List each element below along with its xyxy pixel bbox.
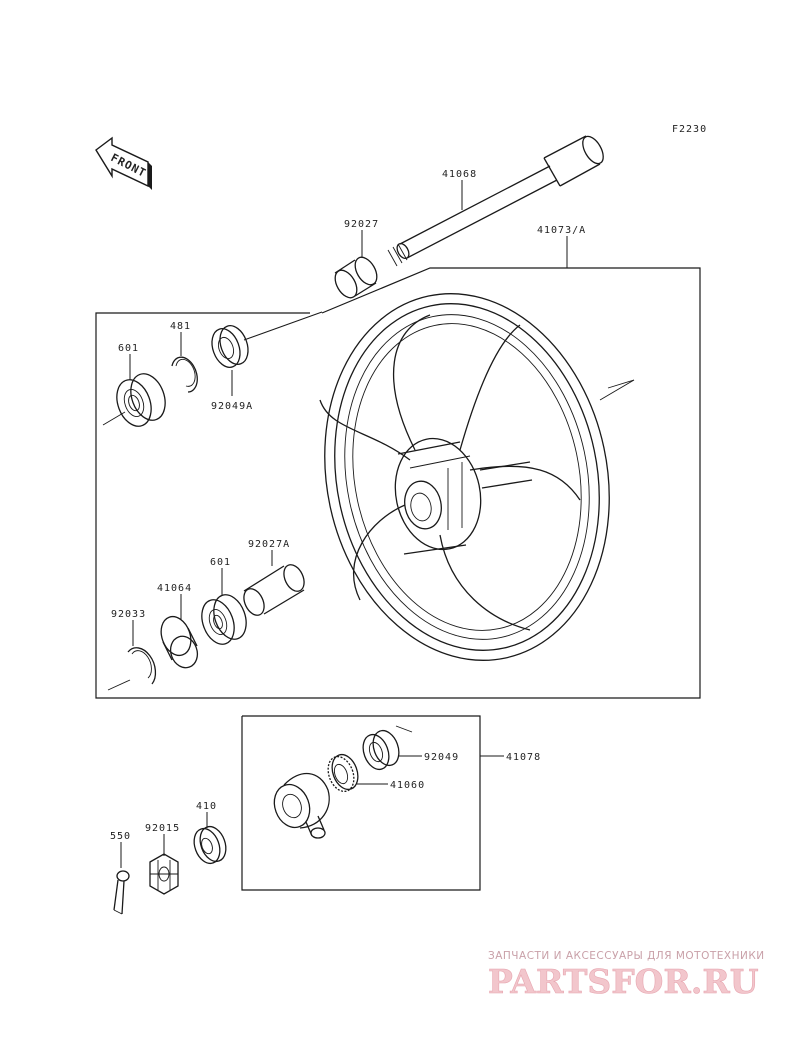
label-41064: 41064 [157, 583, 192, 594]
diagram-code: F2230 [672, 124, 707, 135]
label-92049: 92049 [424, 752, 459, 763]
gearbox-housing-part [273, 772, 330, 839]
label-92027a: 92027A [248, 539, 290, 550]
label-92049a: 92049A [211, 401, 253, 412]
label-410: 410 [196, 801, 217, 812]
collar-left-part [334, 256, 378, 299]
axle-part [387, 135, 604, 267]
castle-nut-part [149, 853, 179, 895]
label-41073a: 41073/A [537, 225, 586, 236]
oil-seal-gear-part [362, 725, 413, 771]
label-92015: 92015 [145, 823, 180, 834]
circlip-part [171, 356, 198, 393]
bearing-top-part [102, 373, 166, 427]
label-41068: 41068 [442, 169, 477, 180]
label-92027: 92027 [344, 219, 379, 230]
washer-part [193, 825, 227, 865]
gearbox-assembly-box [241, 715, 481, 891]
label-601-top: 601 [118, 343, 139, 354]
front-arrow-icon: FRONT [95, 136, 152, 190]
collar-inner-part [243, 564, 305, 616]
wheel-assembly-bracket [95, 267, 701, 699]
watermark-brand-logo: PARTSFOR.RU [488, 962, 759, 1002]
label-41060: 41060 [390, 780, 425, 791]
label-92033: 92033 [111, 609, 146, 620]
oil-seal-top-part [211, 311, 323, 368]
cotter-pin-part [113, 870, 130, 915]
watermark-tagline: ЗАПЧАСТИ И АКСЕССУАРЫ ДЛЯ МОТОТЕХНИКИ [488, 950, 765, 962]
label-550: 550 [110, 831, 131, 842]
label-481: 481 [170, 321, 191, 332]
wheel-part [319, 293, 635, 661]
hub-cover-part [160, 615, 199, 669]
speedo-gear-part [327, 753, 359, 793]
label-601-bottom: 601 [210, 557, 231, 568]
label-41078: 41078 [506, 752, 541, 763]
snap-ring-part [107, 647, 157, 691]
